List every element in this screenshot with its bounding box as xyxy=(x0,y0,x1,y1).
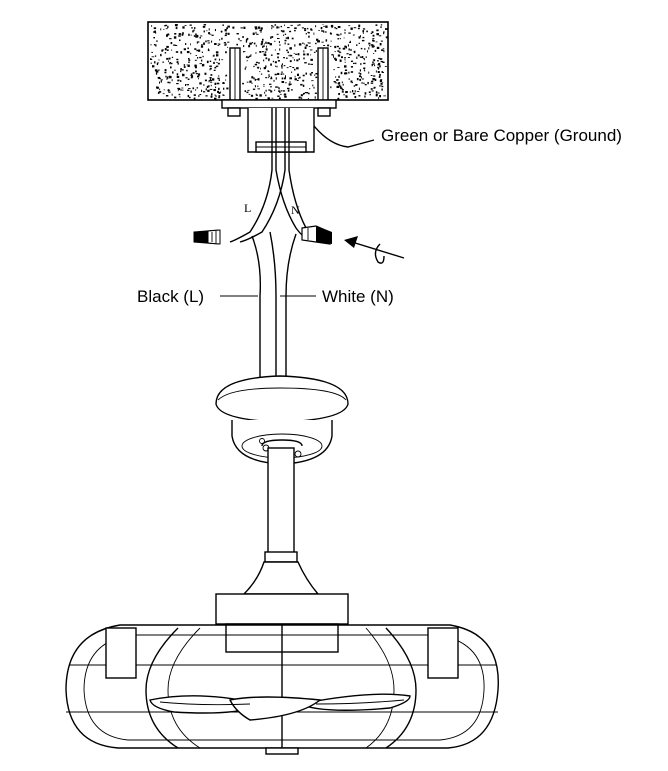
concrete-ceiling-icon xyxy=(147,21,389,101)
wire-l-label: L xyxy=(244,201,251,215)
white-wire-label: White (N) xyxy=(322,287,394,306)
twist-arrow-icon xyxy=(344,236,405,264)
wire-nut-icon xyxy=(193,229,221,245)
downrod xyxy=(261,439,303,563)
wire-n-label: N xyxy=(291,203,300,217)
black-wire-label: Black (L) xyxy=(137,287,204,306)
ground-label: Green or Bare Copper (Ground) xyxy=(381,126,622,145)
wire-nut-icon xyxy=(301,225,332,245)
ground-wire xyxy=(313,125,375,148)
ceiling-fan-icon xyxy=(65,624,499,755)
mounting-bracket xyxy=(221,99,337,153)
lead-wires xyxy=(251,231,297,378)
